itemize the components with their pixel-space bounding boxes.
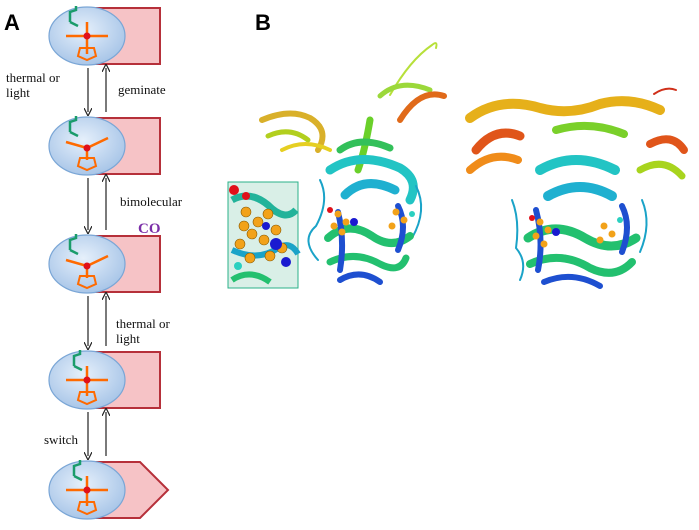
dimer-heme-ligands <box>529 215 623 248</box>
transition-arrows <box>88 68 106 456</box>
scheme-state-3 <box>48 234 161 294</box>
monomer-heme-ligands <box>327 207 415 236</box>
panel-b-label: B <box>255 10 271 35</box>
scheme-state-1 <box>48 6 161 66</box>
panel-a-label: A <box>4 10 20 35</box>
scheme-state-2 <box>48 116 161 176</box>
heme-pocket-zoom <box>227 181 301 289</box>
scheme-state-5 <box>48 460 170 520</box>
co-label-state-3-free: CO <box>138 221 161 237</box>
transition-label-thermal-light-2: thermal or light <box>116 316 170 346</box>
transition-label-geminate: geminate <box>118 82 166 97</box>
transition-label-thermal-light: thermal or light <box>6 70 60 100</box>
transition-label-switch: switch <box>44 432 78 447</box>
scheme-state-4 <box>48 350 161 410</box>
dimer-structure <box>465 87 688 289</box>
transition-label-bimolecular: bimolecular <box>120 194 183 209</box>
